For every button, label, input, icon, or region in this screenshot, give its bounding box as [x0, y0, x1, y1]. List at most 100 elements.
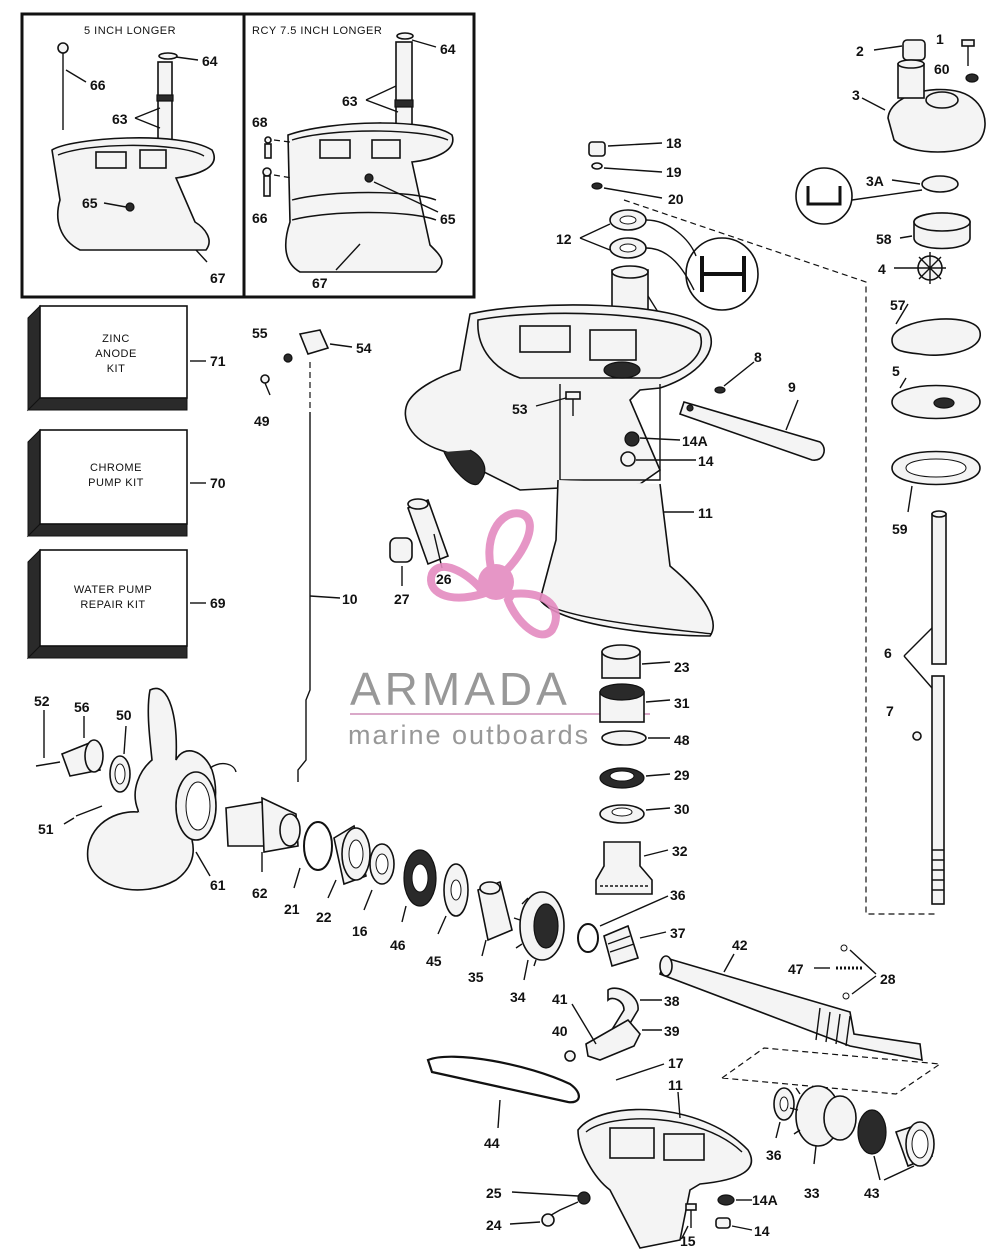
- kit-chrome-line1: CHROME: [90, 462, 142, 474]
- callout-11-top: 11: [698, 505, 713, 521]
- callout-36-top: 36: [670, 887, 686, 903]
- inset-right-parts: [262, 32, 454, 273]
- callout-54: 54: [356, 340, 372, 356]
- callout-24: 24: [486, 1217, 502, 1233]
- callout-66-right: 66: [252, 210, 268, 226]
- kit-chrome-line2: PUMP KIT: [88, 477, 144, 489]
- inset-frame: [20, 12, 476, 299]
- watermark-brand: ARMADA: [350, 663, 571, 715]
- upper-bearings: 18 19 20 12 13: [556, 135, 759, 329]
- washer-48: [601, 730, 647, 746]
- shift-lever-9: 8 9: [678, 349, 825, 461]
- callout-26: 26: [436, 571, 452, 587]
- callout-9: 9: [788, 379, 796, 395]
- callout-52: 52: [34, 693, 50, 709]
- callout-67-left: 67: [210, 270, 226, 286]
- armada-watermark: ARMADA marine outboards: [348, 509, 650, 750]
- callout-34: 34: [510, 989, 526, 1005]
- callout-43: 43: [864, 1185, 880, 1201]
- inset-left-title: 5 INCH LONGER: [84, 25, 176, 37]
- driveshaft-6-lower: [931, 675, 945, 905]
- callout-25: 25: [486, 1185, 502, 1201]
- plug-14a-top: [624, 431, 640, 447]
- guide-line-shaft: [720, 1047, 942, 1095]
- guide-line-pump: [623, 199, 938, 915]
- callout-64-right: 64: [440, 41, 456, 57]
- callout-33: 33: [804, 1185, 820, 1201]
- callout-18: 18: [666, 135, 682, 151]
- clutch-dog-37: [603, 924, 640, 968]
- callout-65-left: 65: [82, 195, 98, 211]
- callout-66-left: 66: [90, 77, 106, 93]
- pipe-63-left: [157, 61, 173, 143]
- seal-detail-circle: [795, 167, 853, 225]
- kit-zinc-line2: ANODE: [95, 348, 137, 360]
- callout-8: 8: [754, 349, 762, 365]
- driveshaft-6-upper: [931, 513, 947, 665]
- callout-31: 31: [674, 695, 690, 711]
- callout-12: 12: [556, 231, 572, 247]
- inset-left-parts: [51, 42, 215, 251]
- kit-water-line1: WATER PUMP: [74, 584, 152, 596]
- callout-7: 7: [886, 703, 894, 719]
- ring-19: [591, 162, 603, 170]
- bushing-18: [588, 141, 606, 157]
- kit-zinc-line3: KIT: [107, 363, 126, 375]
- screw-53: 53: [512, 391, 581, 417]
- kit-zinc-line1: ZINC: [102, 333, 130, 345]
- pin-40: [564, 1050, 576, 1062]
- callout-63-right: 63: [342, 93, 358, 109]
- reverse-gear-group: 36 33 43: [766, 1085, 935, 1201]
- callout-47: 47: [788, 961, 804, 977]
- callout-1: 1: [936, 31, 944, 47]
- callout-6: 6: [884, 645, 892, 661]
- extension-inset: 5 INCH LONGER RCY 7.5 INCH LONGER: [20, 12, 476, 299]
- propshaft-parts-row: 62 21 22 16 46 45 35 34: [225, 796, 686, 1005]
- callout-17: 17: [668, 1055, 684, 1071]
- callout-63-left: 63: [112, 111, 128, 127]
- callout-46: 46: [390, 937, 406, 953]
- callout-60: 60: [934, 61, 950, 77]
- callout-28: 28: [880, 971, 896, 987]
- propeller-assembly: 61 56 52 50 51: [34, 687, 237, 893]
- callout-71: 71: [210, 353, 226, 369]
- washer-60: [965, 73, 979, 83]
- callout-2: 2: [856, 43, 864, 59]
- pin-26-27: 26 27: [389, 498, 452, 607]
- callout-58: 58: [876, 231, 892, 247]
- thrust-hub-62: [225, 801, 267, 847]
- inset-right-title: RCY 7.5 INCH LONGER: [252, 25, 382, 37]
- washer-36-top: [577, 923, 599, 953]
- oring-21: [303, 821, 333, 871]
- callout-19: 19: [666, 164, 682, 180]
- callout-62: 62: [252, 885, 268, 901]
- callout-64-left: 64: [202, 53, 218, 69]
- callout-68: 68: [252, 114, 268, 130]
- callout-10: 10: [342, 591, 358, 607]
- callout-14a-top: 14A: [682, 433, 708, 449]
- callout-51: 51: [38, 821, 54, 837]
- plug-14-top: [620, 451, 636, 467]
- callout-39: 39: [664, 1023, 680, 1039]
- kit-water-line2: REPAIR KIT: [80, 599, 145, 611]
- pin-17: [615, 1063, 665, 1081]
- seal-strip-44: [426, 1055, 580, 1104]
- callout-40: 40: [552, 1023, 568, 1039]
- callout-23: 23: [674, 659, 690, 675]
- callout-48: 48: [674, 732, 690, 748]
- shear-pin-51: [75, 805, 103, 817]
- callout-61: 61: [210, 877, 226, 893]
- kit-zinc-anode: ZINC ANODE KIT 71: [26, 304, 226, 412]
- callout-70: 70: [210, 475, 226, 491]
- callout-4: 4: [878, 261, 886, 277]
- callout-29: 29: [674, 767, 690, 783]
- shift-lever-39: [585, 1018, 641, 1061]
- callout-16: 16: [352, 923, 368, 939]
- gearcase-housing-11: 14A 14 11: [404, 304, 714, 637]
- callout-5: 5: [892, 363, 900, 379]
- propeller-logo: [427, 509, 560, 639]
- water-pump-stack: 2 1 60 3 3A 58 4 5: [623, 31, 986, 915]
- screw-14-bottom: [715, 1217, 731, 1229]
